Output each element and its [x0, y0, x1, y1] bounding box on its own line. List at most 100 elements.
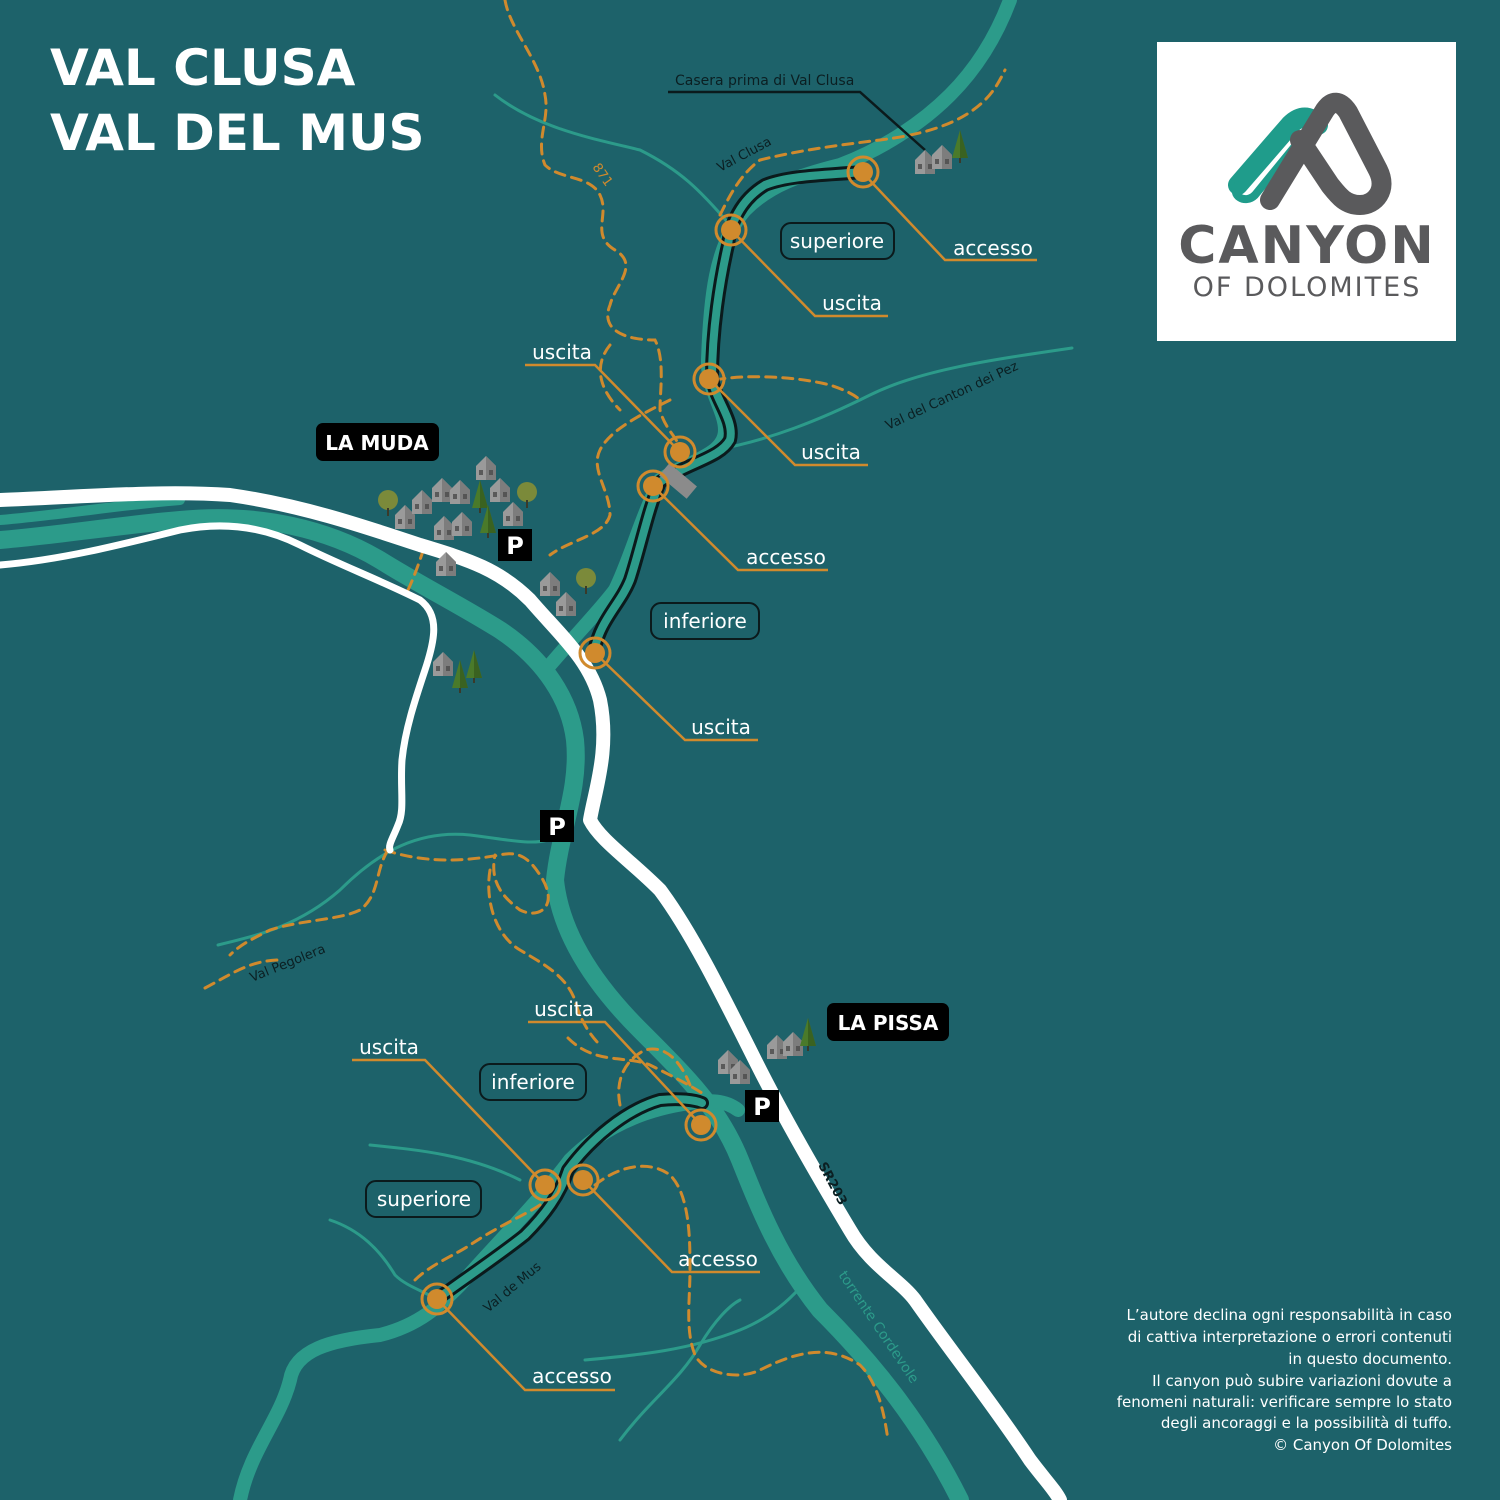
marker-clusa-inf-uscita[interactable] [578, 636, 612, 670]
trail-mid-loop [548, 398, 672, 557]
callout-clusa-mid-uscita-left: uscita [532, 340, 592, 364]
disclaimer-line: degli ancoraggi e la possibilità di tuff… [1161, 1414, 1452, 1432]
road-sr203 [0, 486, 1067, 1500]
waterway-val-clusa: Val Clusa [715, 134, 774, 175]
logo-subtitle: OF DOLOMITES [1193, 272, 1422, 303]
section-label: inferiore [663, 609, 747, 633]
house-icon [412, 490, 432, 514]
hamlet-west [433, 650, 482, 693]
marker-clusa-sup-uscita[interactable] [714, 213, 748, 247]
leader-clusa-inf-uscita [594, 652, 758, 742]
leader-casera [668, 90, 926, 151]
house-icon [432, 478, 452, 502]
trail-mus-upper [566, 1036, 707, 1097]
canyon-val-clusa-core [590, 168, 866, 656]
parking-icon[interactable]: P [498, 529, 532, 561]
trail-pegolera-1 [203, 958, 282, 990]
trail-mus-south [593, 1164, 890, 1442]
section-badge-mus-superiore: superiore [365, 1180, 482, 1218]
stream-val-clusa-west [493, 93, 732, 227]
marker-clusa-mid-uscita-right[interactable] [692, 362, 726, 396]
section-badge-clusa-superiore: superiore [780, 222, 895, 260]
disclaimer-line: L’autore declina ogni responsabilità in … [1127, 1306, 1453, 1324]
callout-clusa-inf-uscita: uscita [691, 715, 751, 739]
bridge-icon [659, 463, 697, 499]
title-line-2: VAL DEL MUS [50, 104, 425, 162]
stream-mus-west [328, 1218, 437, 1300]
trail-canton [713, 375, 862, 402]
house-icon [452, 512, 472, 536]
leader-clusa-mid-uscita-left [525, 363, 681, 453]
tree-icon [517, 482, 537, 508]
trail-pegolera-3 [383, 848, 550, 915]
disclaimer: L’autore declina ogni responsabilità in … [1117, 1306, 1452, 1454]
canyon-val-de-mus-core [433, 1095, 706, 1303]
tree-icon [472, 480, 488, 513]
marker-mus-accesso-mid[interactable] [566, 1163, 600, 1197]
parking-icon[interactable]: P [745, 1090, 779, 1122]
title-line-1: VAL CLUSA [50, 39, 356, 97]
disclaimer-line: © Canyon Of Dolomites [1273, 1436, 1452, 1454]
callout-clusa-sup-uscita: uscita [822, 291, 882, 315]
parking-label: P [753, 1093, 771, 1121]
section-label: inferiore [491, 1070, 575, 1094]
tree-icon [480, 505, 496, 538]
logo-name: CANYON [1178, 216, 1435, 276]
leader-clusa-mid-uscita-right [708, 378, 868, 467]
waterway-val-canton-dei-pez: Val del Canton dei Pez [883, 359, 1020, 434]
trail-clusa-top [718, 68, 1007, 217]
marker-mus-uscita-left[interactable] [528, 1168, 562, 1202]
disclaimer-line: Il canyon può subire variazioni dovute a [1152, 1372, 1452, 1390]
mountain-logo-icon [1228, 92, 1392, 215]
callout-clusa-sup-accesso: accesso [953, 236, 1033, 260]
section-label: superiore [377, 1187, 471, 1211]
logo: CANYON OF DOLOMITES [1157, 42, 1456, 341]
marker-clusa-mid-uscita-left[interactable] [663, 435, 697, 469]
callout-mus-uscita-top: uscita [534, 997, 594, 1021]
marker-mus-uscita-top[interactable] [684, 1108, 718, 1142]
trail-mus-loop [617, 1047, 692, 1107]
leader-mus-accesso-bottom [436, 1298, 615, 1392]
callout-clusa-inf-accesso: accesso [746, 545, 826, 569]
trail-mus-west [413, 1203, 542, 1282]
canyon-routes [430, 165, 869, 1306]
marker-clusa-inf-accesso[interactable] [636, 469, 670, 503]
callout-lines [352, 171, 1037, 1392]
leader-clusa-sup-accesso [861, 171, 1037, 262]
parking-icon[interactable]: P [540, 810, 574, 842]
place-la-pissa: LA PISSA [827, 1003, 949, 1041]
casera-buildings [915, 130, 968, 174]
place-label: LA MUDA [325, 431, 429, 455]
leader-clusa-sup-uscita [730, 229, 888, 318]
callout-labels: accesso uscita uscita uscita accesso usc… [359, 236, 1033, 1388]
leader-mus-uscita-left [352, 1058, 546, 1186]
trail-pegolera-4 [487, 868, 602, 1047]
stream-mus-north [368, 1143, 522, 1182]
roads [0, 486, 1067, 1500]
callout-mus-accesso-mid: accesso [678, 1247, 758, 1271]
house-icon [932, 145, 952, 169]
disclaimer-line: di cattiva interpretazione o errori cont… [1128, 1328, 1452, 1346]
house-icon [476, 456, 496, 480]
callout-mus-uscita-left: uscita [359, 1035, 419, 1059]
trail-upper-west [599, 343, 622, 412]
callout-clusa-mid-uscita-right: uscita [801, 440, 861, 464]
place-la-muda: LA MUDA [316, 423, 439, 461]
side-streams [216, 93, 1074, 1442]
place-casera: Casera prima di Val Clusa [675, 73, 854, 89]
leader-clusa-inf-accesso [652, 485, 828, 572]
house-icon [503, 502, 523, 526]
parking-label: P [548, 813, 566, 841]
trail-871 [503, 0, 682, 452]
house-icon [490, 478, 510, 502]
marker-clusa-sup-accesso[interactable] [846, 155, 880, 189]
disclaimer-line: in questo documento. [1288, 1350, 1452, 1368]
place-label: LA PISSA [838, 1011, 939, 1035]
house-icon [433, 652, 453, 676]
marker-mus-accesso-bottom[interactable] [420, 1282, 454, 1316]
house-icon [540, 572, 560, 596]
tree-icon [452, 660, 468, 693]
tree-icon [576, 568, 596, 594]
stream-south-1 [583, 1280, 807, 1362]
